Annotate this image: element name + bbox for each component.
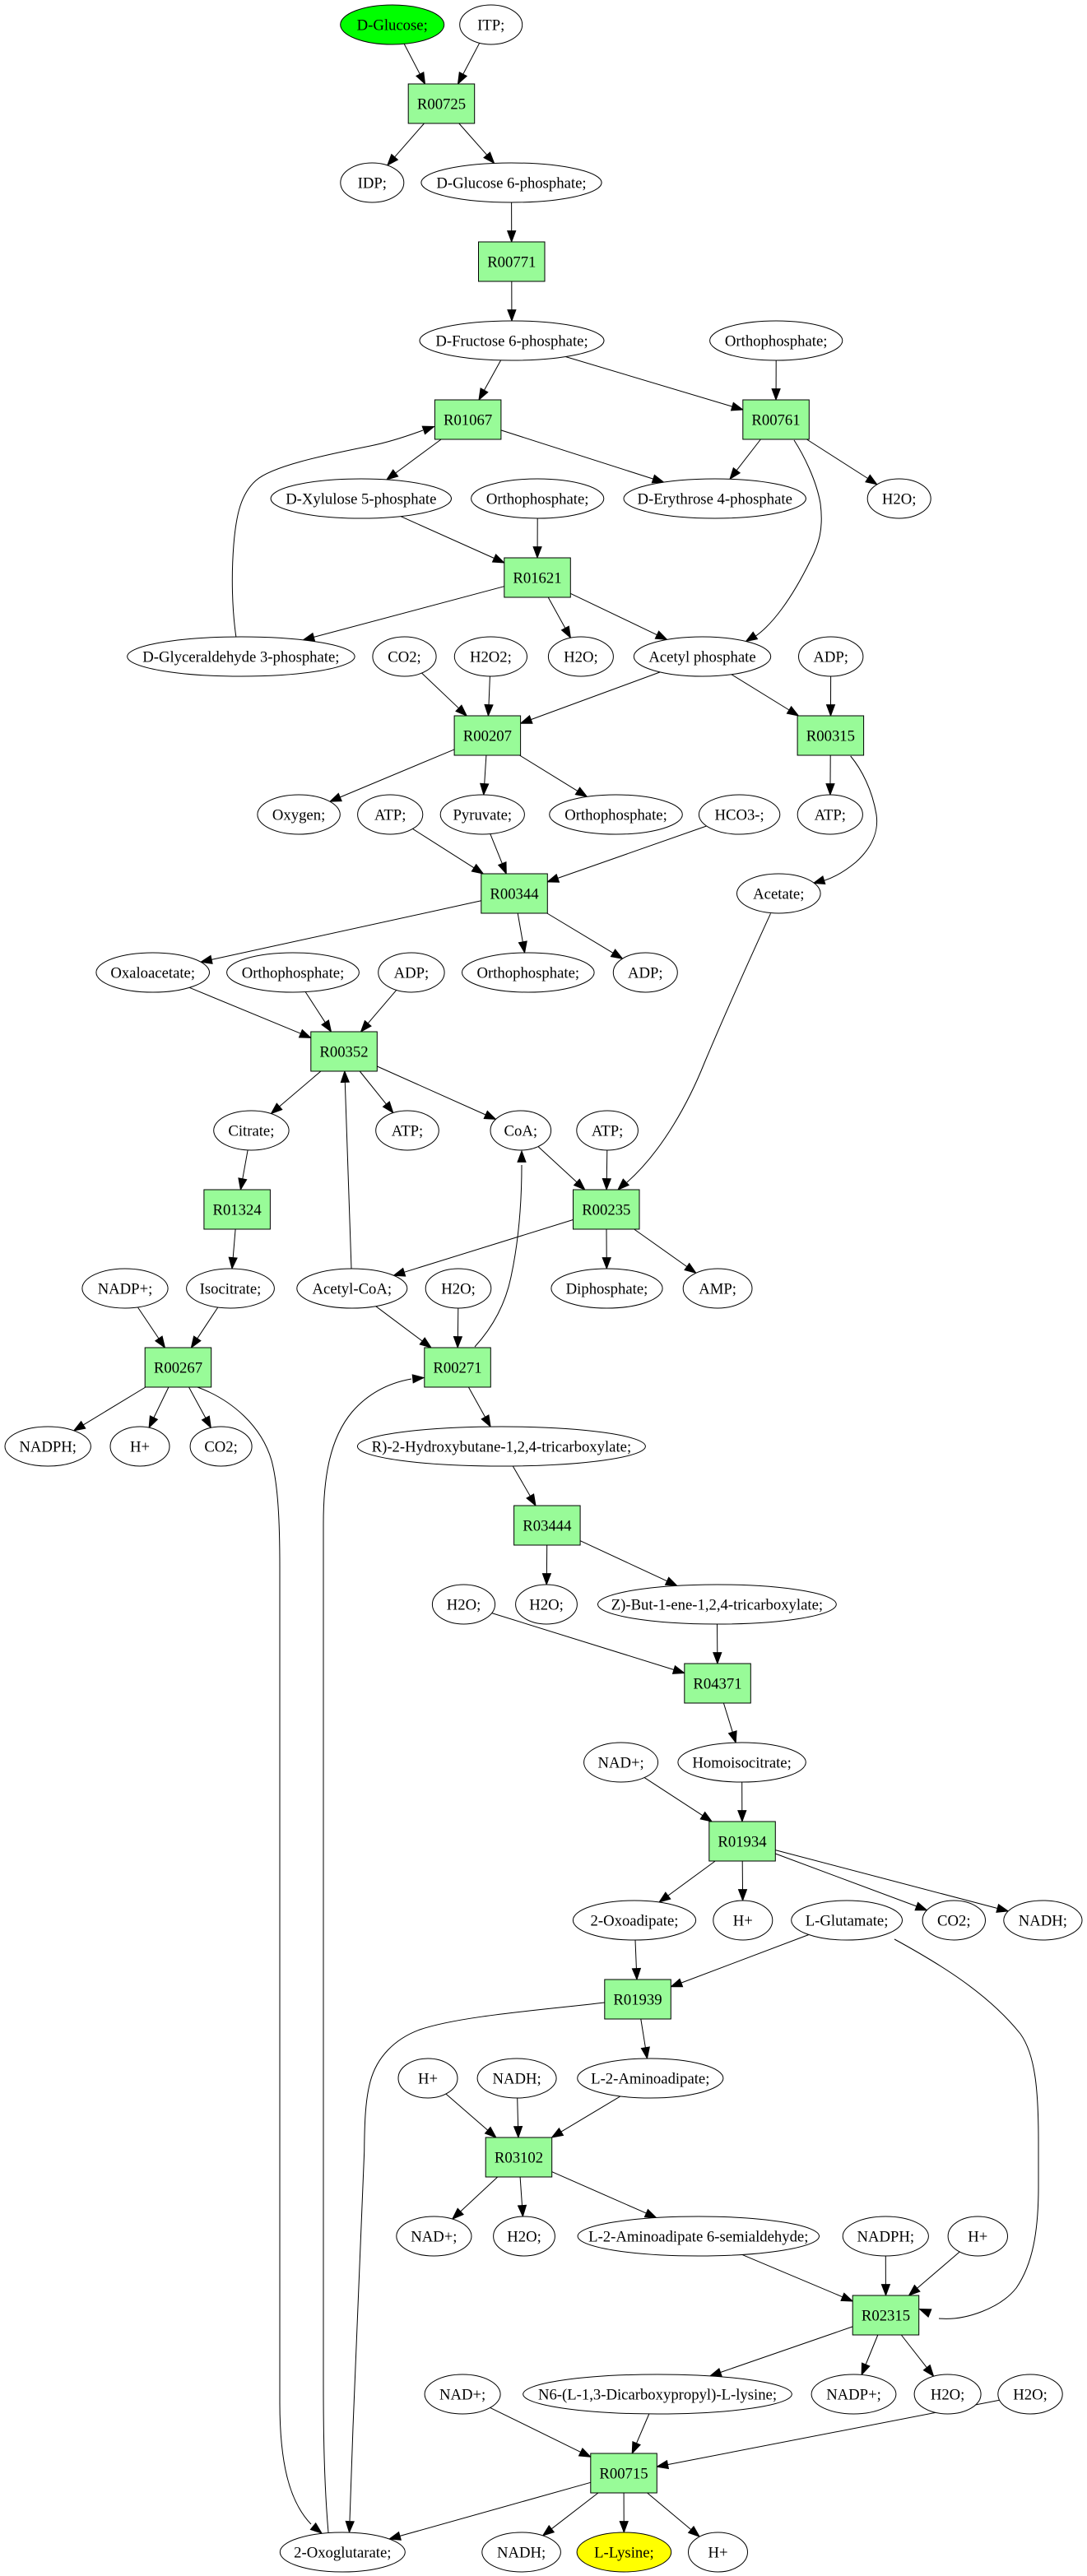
svg-text:R00352: R00352 (319, 1043, 368, 1061)
svg-text:ATP;: ATP; (374, 806, 406, 824)
svg-text:ADP;: ADP; (394, 964, 430, 982)
svg-text:H+: H+ (733, 1912, 753, 1929)
svg-text:R00207: R00207 (463, 727, 512, 745)
svg-text:Acetyl-CoA;: Acetyl-CoA; (313, 1280, 393, 1297)
svg-text:R01939: R01939 (613, 1991, 662, 2008)
svg-text:NAD+;: NAD+; (597, 1754, 643, 1771)
svg-text:Acetyl phosphate: Acetyl phosphate (648, 648, 755, 666)
svg-text:Orthophosphate;: Orthophosphate; (725, 332, 828, 350)
svg-text:H2O2;: H2O2; (470, 648, 512, 666)
svg-text:CO2;: CO2; (204, 1438, 238, 1455)
svg-text:Oxaloacetate;: Oxaloacetate; (110, 964, 195, 982)
svg-text:NADH;: NADH; (1019, 1912, 1067, 1929)
svg-text:Oxygen;: Oxygen; (272, 806, 325, 824)
svg-text:H2O;: H2O; (441, 1280, 476, 1297)
svg-text:R01934: R01934 (718, 1833, 767, 1850)
svg-text:R03444: R03444 (523, 1517, 572, 1534)
svg-text:Homoisocitrate;: Homoisocitrate; (692, 1754, 791, 1771)
svg-text:CoA;: CoA; (504, 1122, 538, 1139)
svg-text:IDP;: IDP; (358, 174, 387, 192)
svg-text:D-Glucose;: D-Glucose; (357, 16, 428, 34)
svg-text:R00771: R00771 (487, 253, 536, 271)
svg-text:H2O;: H2O; (882, 490, 917, 508)
svg-text:R01324: R01324 (213, 1201, 262, 1218)
svg-text:ADP;: ADP; (813, 648, 848, 666)
svg-text:2-Oxoglutarate;: 2-Oxoglutarate; (294, 2544, 391, 2561)
svg-text:Z)-But-1-ene-1,2,4-tricarboxyl: Z)-But-1-ene-1,2,4-tricarboxylate; (611, 1596, 823, 1613)
svg-text:ITP;: ITP; (477, 16, 504, 34)
svg-text:Diphosphate;: Diphosphate; (566, 1280, 648, 1297)
svg-text:R04371: R04371 (693, 1675, 741, 1692)
svg-text:L-Lysine;: L-Lysine; (594, 2544, 654, 2561)
svg-text:R03102: R03102 (495, 2149, 543, 2166)
svg-text:NADP+;: NADP+; (826, 2386, 881, 2403)
svg-text:CO2;: CO2; (937, 1912, 971, 1929)
svg-text:R01621: R01621 (513, 569, 561, 587)
svg-text:R00315: R00315 (806, 727, 855, 745)
svg-text:H+: H+ (130, 1438, 150, 1455)
svg-text:NAD+;: NAD+; (439, 2386, 485, 2403)
svg-text:R00344: R00344 (490, 885, 539, 903)
svg-text:D-Erythrose 4-phosphate: D-Erythrose 4-phosphate (638, 490, 792, 508)
svg-text:NADPH;: NADPH; (19, 1438, 77, 1455)
svg-text:AMP;: AMP; (699, 1280, 736, 1297)
svg-text:ATP;: ATP; (815, 806, 846, 824)
svg-text:ATP;: ATP; (392, 1122, 423, 1139)
svg-text:L-Glutamate;: L-Glutamate; (806, 1912, 889, 1929)
svg-text:R00267: R00267 (154, 1359, 202, 1376)
svg-text:D-Glyceraldehyde 3-phosphate;: D-Glyceraldehyde 3-phosphate; (142, 648, 339, 666)
svg-text:H2O;: H2O; (1013, 2386, 1048, 2403)
svg-text:L-2-Aminoadipate;: L-2-Aminoadipate; (591, 2070, 709, 2087)
svg-text:H+: H+ (708, 2544, 727, 2561)
svg-text:R00235: R00235 (582, 1201, 630, 1218)
svg-text:Orthophosphate;: Orthophosphate; (242, 964, 345, 982)
svg-text:R00725: R00725 (417, 95, 466, 113)
svg-text:Isocitrate;: Isocitrate; (200, 1280, 262, 1297)
svg-text:NAD+;: NAD+; (411, 2228, 457, 2245)
svg-text:H+: H+ (418, 2070, 438, 2087)
svg-text:N6-(L-1,3-Dicarboxypropyl)-L-l: N6-(L-1,3-Dicarboxypropyl)-L-lysine; (538, 2386, 777, 2403)
svg-text:Orthophosphate;: Orthophosphate; (477, 964, 580, 982)
svg-text:H2O;: H2O; (507, 2228, 541, 2245)
svg-text:H+: H+ (968, 2228, 987, 2245)
svg-text:Acetate;: Acetate; (753, 885, 804, 903)
svg-text:NADPH;: NADPH; (857, 2228, 915, 2245)
svg-text:H2O;: H2O; (447, 1596, 481, 1613)
svg-text:HCO3-;: HCO3-; (714, 806, 764, 824)
svg-text:R00761: R00761 (751, 411, 800, 429)
svg-text:ADP;: ADP; (628, 964, 663, 982)
svg-text:CO2;: CO2; (388, 648, 421, 666)
svg-text:NADH;: NADH; (493, 2070, 541, 2087)
svg-text:D-Glucose 6-phosphate;: D-Glucose 6-phosphate; (436, 174, 586, 192)
svg-text:Pyruvate;: Pyruvate; (453, 806, 512, 824)
svg-text:H2O;: H2O; (564, 648, 598, 666)
svg-text:Citrate;: Citrate; (228, 1122, 274, 1139)
svg-text:H2O;: H2O; (931, 2386, 965, 2403)
svg-text:2-Oxoadipate;: 2-Oxoadipate; (591, 1912, 679, 1929)
svg-text:ATP;: ATP; (592, 1122, 623, 1139)
svg-text:Orthophosphate;: Orthophosphate; (486, 490, 589, 508)
svg-text:Orthophosphate;: Orthophosphate; (564, 806, 667, 824)
svg-text:R00271: R00271 (433, 1359, 481, 1376)
svg-text:R01067: R01067 (444, 411, 492, 429)
svg-text:D-Fructose 6-phosphate;: D-Fructose 6-phosphate; (435, 332, 588, 350)
svg-text:R00715: R00715 (599, 2465, 648, 2482)
svg-text:R)-2-Hydroxybutane-1,2,4-trica: R)-2-Hydroxybutane-1,2,4-tricarboxylate; (372, 1438, 632, 1455)
svg-text:NADH;: NADH; (497, 2544, 546, 2561)
svg-text:D-Xylulose 5-phosphate: D-Xylulose 5-phosphate (286, 490, 436, 508)
svg-text:R02315: R02315 (862, 2307, 910, 2324)
svg-text:NADP+;: NADP+; (98, 1280, 153, 1297)
svg-text:H2O;: H2O; (529, 1596, 564, 1613)
svg-text:L-2-Aminoadipate 6-semialdehyd: L-2-Aminoadipate 6-semialdehyde; (588, 2228, 808, 2245)
